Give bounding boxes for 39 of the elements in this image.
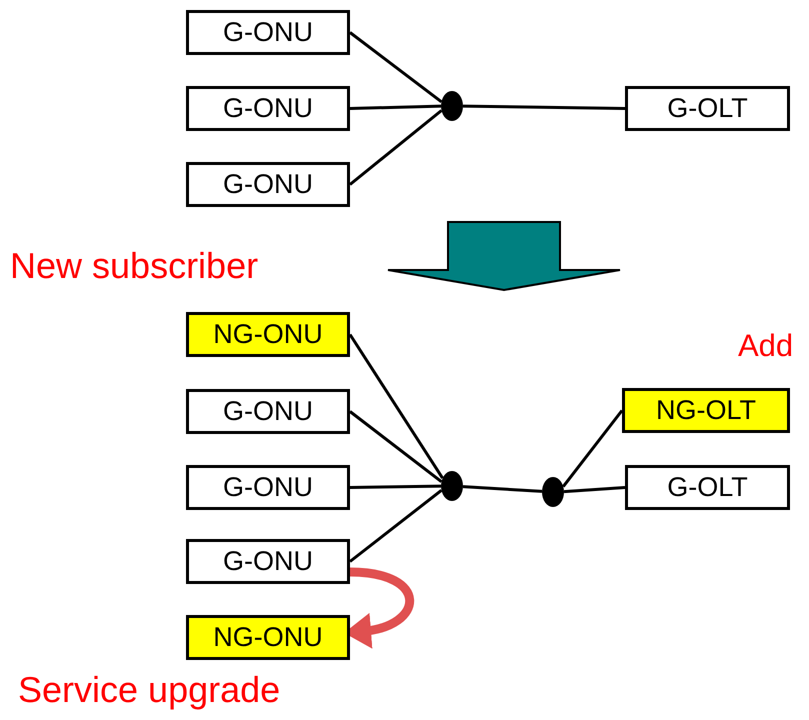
fiber-line — [349, 31, 442, 103]
annotation-text: Service upgrade — [18, 672, 280, 708]
splitter-dot — [441, 91, 463, 121]
device-label: G-ONU — [223, 548, 313, 575]
device-label: G-ONU — [223, 171, 313, 198]
fiber-line — [350, 484, 442, 489]
device-label: G-OLT — [667, 474, 748, 501]
device-label: NG-ONU — [213, 624, 323, 651]
device-label: NG-ONU — [213, 321, 323, 348]
splitter-dot — [441, 471, 463, 501]
splitter-dot — [542, 477, 564, 507]
annotation-text: Add — [738, 330, 794, 361]
device-label: G-ONU — [223, 95, 313, 122]
fiber-line — [349, 410, 442, 483]
new-device-box — [622, 388, 790, 433]
device-box — [186, 162, 350, 207]
device-label: G-ONU — [223, 398, 313, 425]
new-device-box — [186, 312, 350, 357]
fiber-line — [349, 489, 442, 563]
fiber-line — [349, 109, 442, 186]
fiber-line — [462, 485, 542, 493]
fiber-line — [562, 410, 624, 488]
device-box — [186, 389, 350, 434]
device-label: NG-OLT — [656, 397, 756, 424]
device-label: G-OLT — [667, 95, 748, 122]
annotation-text: New subscriber — [10, 248, 258, 284]
fiber-line — [350, 104, 442, 110]
device-box — [186, 539, 350, 584]
device-label: G-ONU — [223, 19, 313, 46]
device-label: G-ONU — [223, 474, 313, 501]
device-box — [186, 10, 350, 55]
fiber-line — [462, 104, 626, 110]
new-device-box — [186, 615, 350, 660]
device-box — [625, 465, 790, 510]
device-box — [186, 465, 350, 510]
fiber-line — [564, 486, 626, 494]
device-box — [186, 86, 350, 131]
fiber-line — [348, 334, 444, 480]
device-box — [625, 86, 790, 131]
